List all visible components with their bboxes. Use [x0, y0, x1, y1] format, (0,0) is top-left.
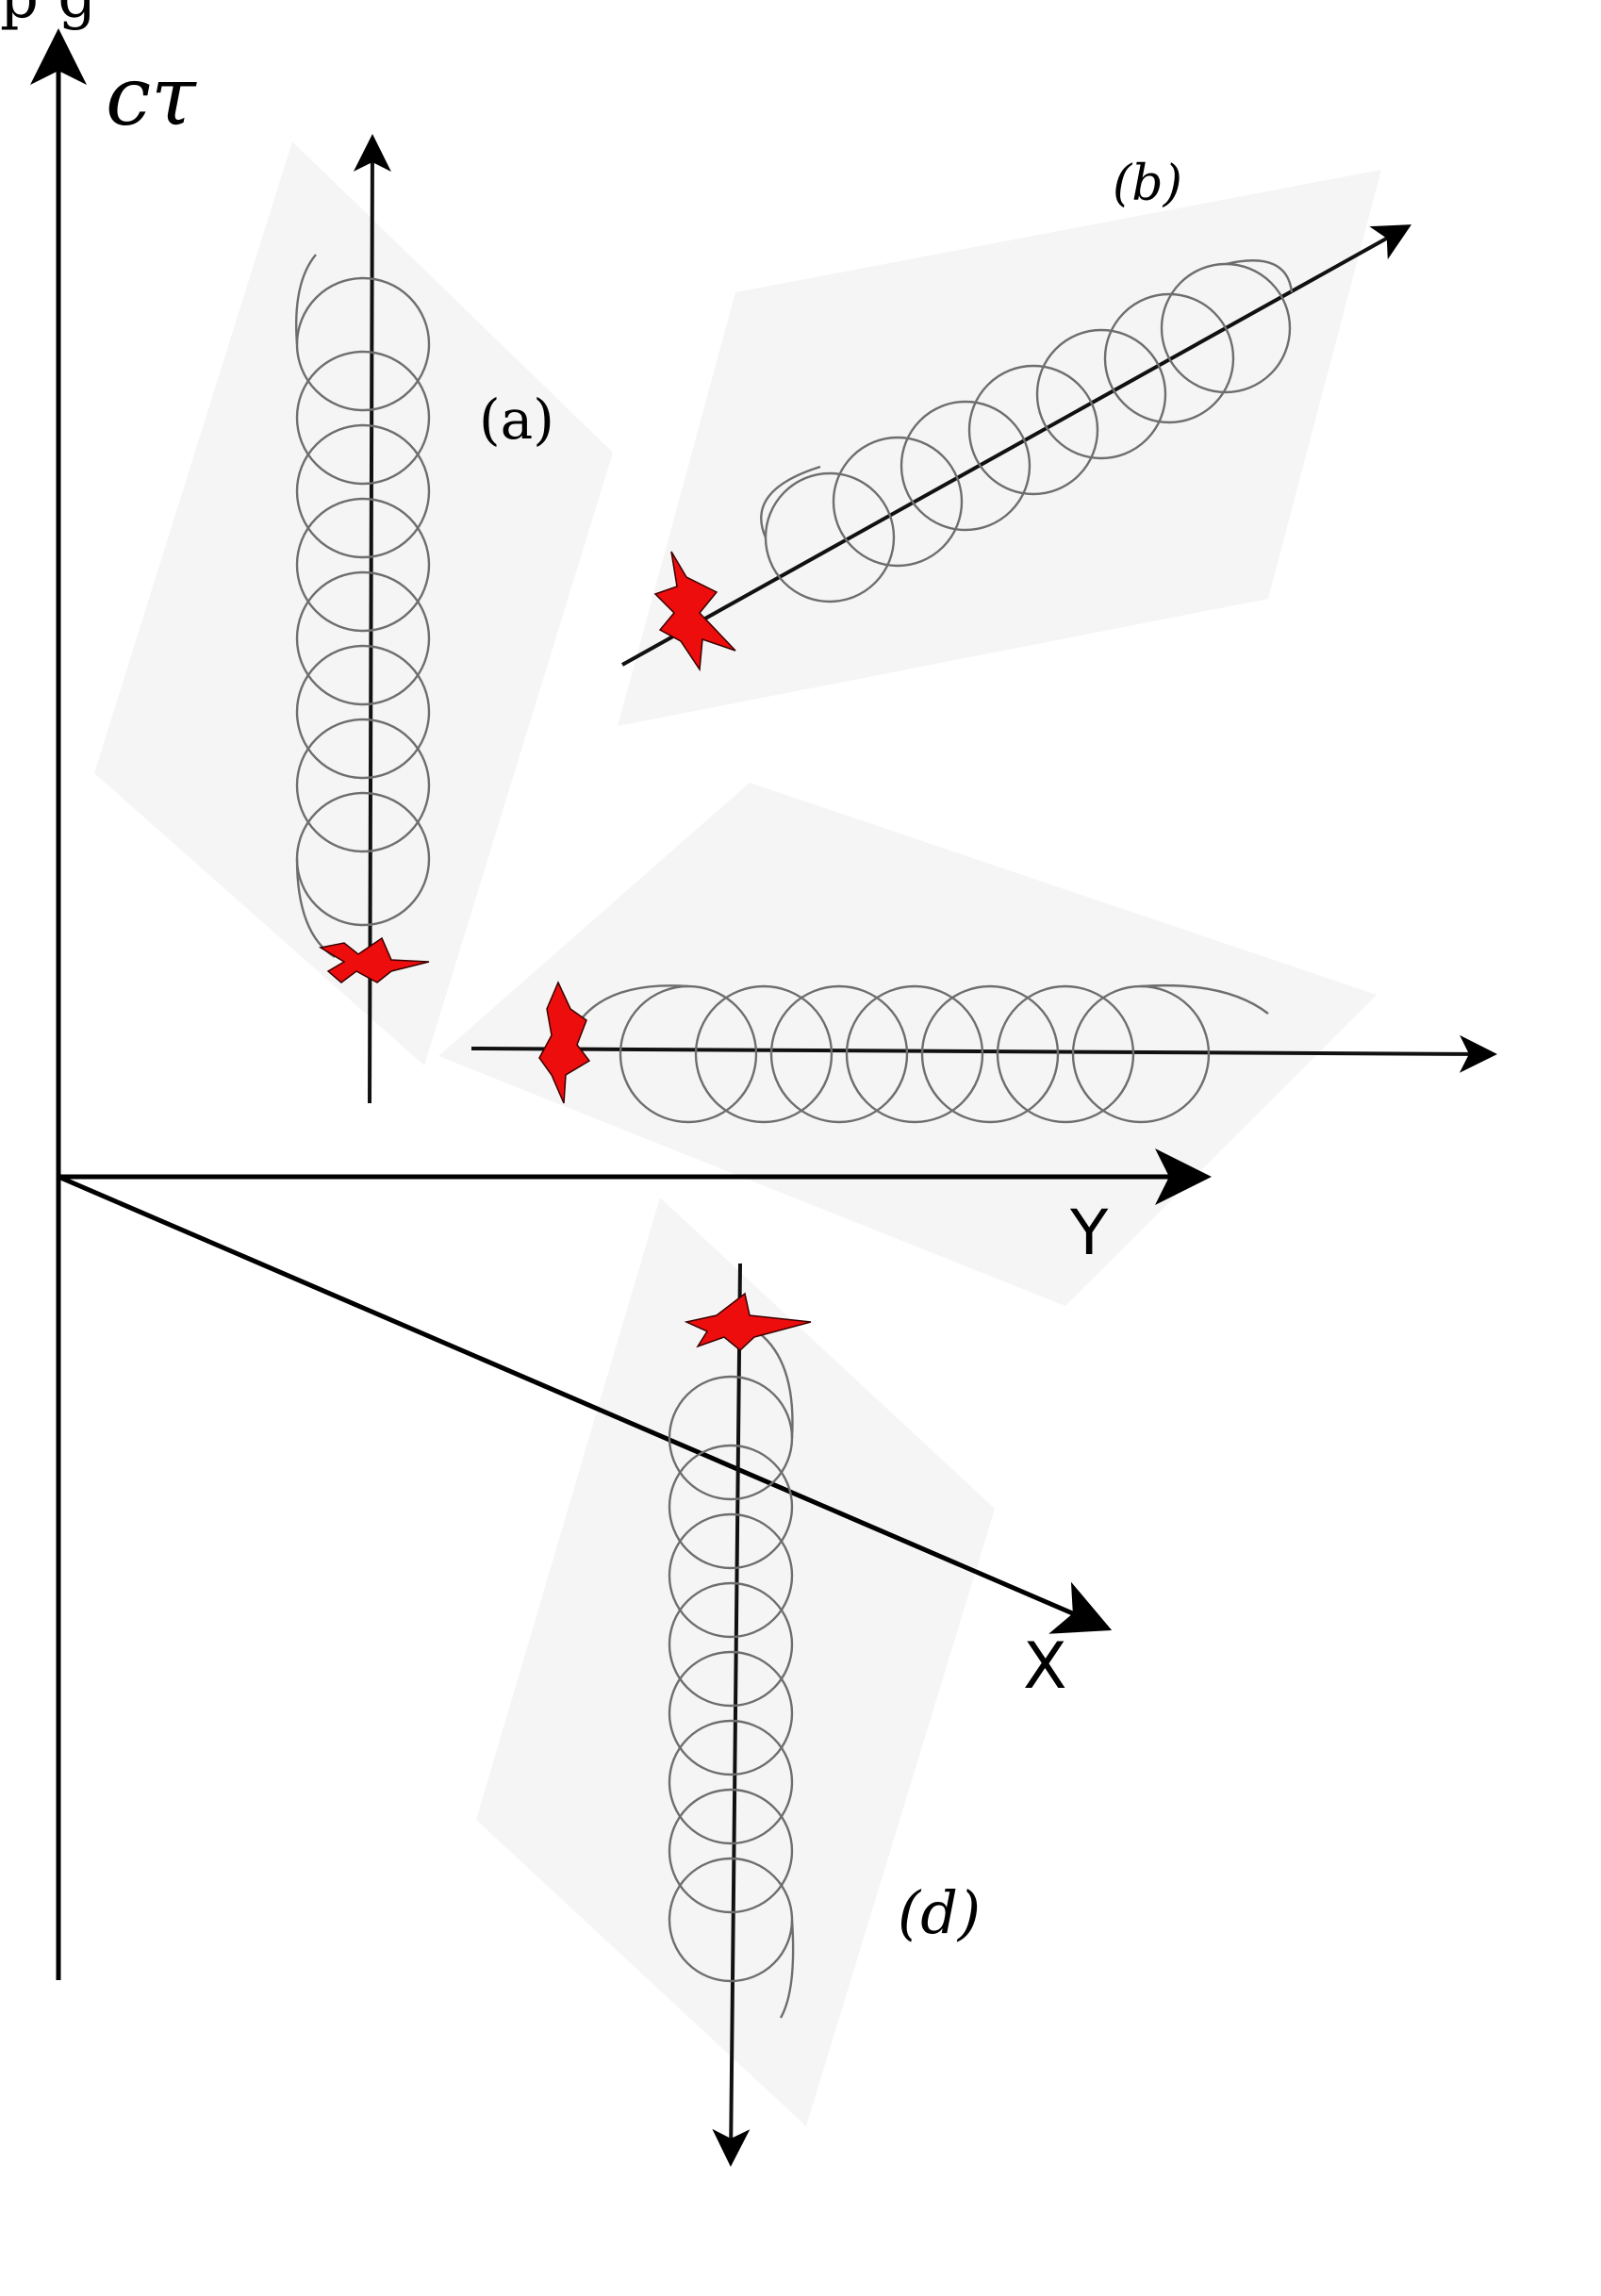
helix-d: [668, 1329, 795, 2019]
helix-a: [294, 254, 431, 959]
event-markers: [318, 551, 812, 1351]
panel-a-background: [94, 141, 613, 1065]
panel-a-axis: [353, 134, 391, 1104]
y-axis-label: Y: [1069, 1197, 1109, 1269]
x-axis: [58, 1174, 1113, 1634]
marker-b-star: [653, 551, 736, 672]
panel-d-label: (d): [898, 1878, 981, 1947]
panel-b-label: (b): [1113, 156, 1182, 212]
panel-b-axis: [621, 224, 1411, 667]
header-text-fragment: p g: [0, 0, 96, 32]
panel-a-label: (a): [479, 388, 554, 452]
panel-c-axis: [470, 1034, 1497, 1073]
panel-d-axis: [712, 1263, 751, 2167]
labels: cτ Y X (a) (b) (d): [106, 50, 1182, 1947]
panel-c-background: [438, 783, 1377, 1306]
panel-axes: [353, 134, 1497, 2167]
ctau-axis-label: cτ: [106, 50, 197, 144]
panels: [94, 141, 1381, 2126]
panel-b-background: [618, 170, 1381, 726]
helix-b: [760, 259, 1294, 603]
marker-a-star: [318, 936, 430, 983]
marker-d-star: [684, 1292, 812, 1351]
main-axes: [29, 28, 1212, 1980]
helix-c: [573, 983, 1269, 1124]
marker-c-star: [538, 981, 591, 1104]
x-axis-label: X: [1023, 1629, 1067, 1704]
